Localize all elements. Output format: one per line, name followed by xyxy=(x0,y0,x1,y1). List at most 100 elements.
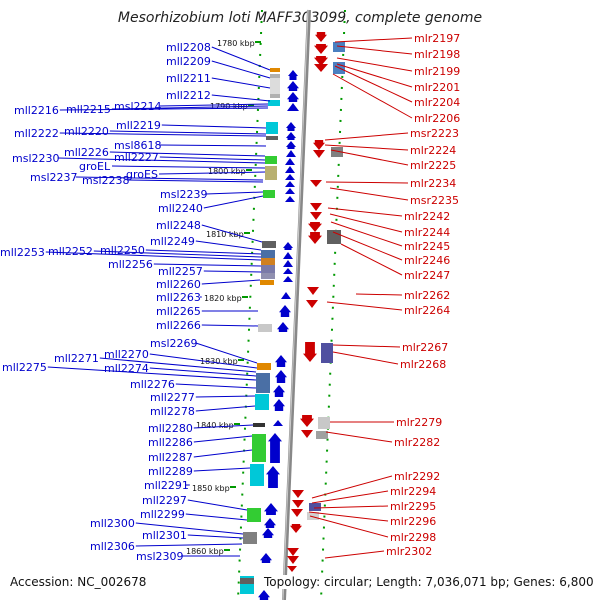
gene-label-mlr2234: mlr2234 xyxy=(410,177,456,190)
plus-strand-gene-arrow xyxy=(287,548,299,556)
gene-box xyxy=(253,423,265,427)
gene-label-mll2287: mll2287 xyxy=(148,451,193,464)
minus-strand-gene-arrow xyxy=(285,196,295,202)
gene-label-mll2265: mll2265 xyxy=(156,305,201,318)
gene-box xyxy=(261,258,275,265)
plus-strand-gene-arrow xyxy=(313,140,325,150)
gene-label-msr2223: msr2223 xyxy=(410,127,459,140)
gene-label-mll2252: mll2252 xyxy=(48,245,93,258)
gene-box xyxy=(331,147,343,157)
leader-msr2223 xyxy=(324,132,409,141)
leader-groES xyxy=(158,171,266,175)
minus-strand-gene-arrow xyxy=(286,141,296,149)
gene-label-mll2286: mll2286 xyxy=(148,436,193,449)
leader-mll2226 xyxy=(109,151,266,157)
gene-label-mlr2244: mlr2244 xyxy=(404,226,450,239)
gene-label-msl8618: msl8618 xyxy=(114,139,162,152)
minus-strand-gene-arrow xyxy=(287,92,299,102)
kbp-marker-label: 1780 kbp xyxy=(217,39,255,48)
leader-mll2227 xyxy=(159,156,266,161)
gene-label-groEL: groEL xyxy=(79,160,111,173)
gene-box xyxy=(260,280,274,285)
gene-label-msl2237: msl2237 xyxy=(30,171,78,184)
gene-label-mll2220: mll2220 xyxy=(64,125,109,138)
minus-strand-gene-arrow xyxy=(286,150,296,157)
gene-label-mll2256: mll2256 xyxy=(108,258,153,271)
leader-mll2215 xyxy=(111,105,269,110)
gene-box xyxy=(240,578,254,584)
leader-mll2252 xyxy=(93,250,262,258)
plus-strand-gene-arrow xyxy=(301,430,313,438)
minus-strand-gene-arrow xyxy=(286,122,296,131)
gene-box xyxy=(255,394,269,410)
gene-label-mlr2225: mlr2225 xyxy=(410,159,456,172)
leader-mlr2198 xyxy=(336,45,413,55)
leader-mll2216 xyxy=(59,107,269,111)
gene-label-msl2238: msl2238 xyxy=(82,174,130,187)
plus-strand-gene-arrow xyxy=(314,44,328,54)
leader-mlr2197 xyxy=(334,37,413,43)
plus-strand-gene-arrow xyxy=(287,566,297,572)
gene-label-mll2211: mll2211 xyxy=(166,72,211,85)
minus-strand-gene-arrow xyxy=(273,385,285,397)
minus-strand-gene-arrow xyxy=(273,399,285,411)
plus-strand-gene-arrow xyxy=(292,490,304,498)
gene-label-mll2306: mll2306 xyxy=(90,540,135,553)
minus-strand-gene-arrow xyxy=(285,166,295,173)
leader-mll2209 xyxy=(211,60,271,79)
gene-label-mll2271: mll2271 xyxy=(54,352,99,365)
gene-label-mlr2204: mlr2204 xyxy=(414,96,460,109)
plus-strand-gene-arrow xyxy=(307,287,319,295)
minus-strand-gene-arrow xyxy=(283,242,293,250)
leader-mll2256 xyxy=(153,263,262,267)
gene-label-leaders xyxy=(45,37,413,559)
plus-strand-gene-arrow xyxy=(303,342,317,362)
plus-strand-gene-arrow xyxy=(310,203,322,211)
minus-strand-gene-arrow xyxy=(285,188,295,194)
gene-label-mll2266: mll2266 xyxy=(156,319,201,332)
gene-label-msl2214: msl2214 xyxy=(114,100,162,113)
gene-label-mlr2264: mlr2264 xyxy=(404,304,450,317)
leader-mlr2298 xyxy=(309,515,389,538)
gene-box xyxy=(262,241,276,248)
plus-strand-gene-arrow xyxy=(314,56,328,66)
leader-mll2300 xyxy=(135,522,244,535)
minus-strand-gene-arrow xyxy=(279,305,291,317)
gene-label-mlr2197: mlr2197 xyxy=(414,32,460,45)
gene-box xyxy=(270,68,280,72)
leader-mll2249 xyxy=(195,240,262,251)
gene-label-mll2222: mll2222 xyxy=(14,127,59,140)
leader-mlr2206 xyxy=(332,73,413,119)
gene-label-mlr2201: mlr2201 xyxy=(414,81,460,94)
leader-mll2257 xyxy=(203,270,262,273)
accession-text: Accession: NC_002678 xyxy=(10,575,147,589)
leader-mlr2246 xyxy=(332,231,403,261)
genome-axis-line xyxy=(282,9,311,600)
leader-mll2306 xyxy=(135,543,243,547)
minus-strand-gene-arrow xyxy=(258,590,270,600)
gene-box xyxy=(252,434,266,462)
gene-box xyxy=(270,78,280,94)
gene-label-mlr2294: mlr2294 xyxy=(390,485,436,498)
gene-label-mll2276: mll2276 xyxy=(130,378,175,391)
leader-msl2214 xyxy=(159,103,269,107)
plus-strand-gene-arrow xyxy=(310,212,322,220)
minus-strand-gene-arrow xyxy=(266,466,280,488)
gene-label-mlr2206: mlr2206 xyxy=(414,112,460,125)
gene-label-mlr2268: mlr2268 xyxy=(400,358,446,371)
leader-msl2238 xyxy=(127,179,264,183)
minus-strand-gene-arrow xyxy=(285,181,295,187)
gene-box xyxy=(261,273,275,279)
gene-label-mll2226: mll2226 xyxy=(64,146,109,159)
leader-mlr2268 xyxy=(332,351,399,365)
gene-features xyxy=(240,32,345,600)
leader-mll2208 xyxy=(211,46,271,71)
gene-box xyxy=(261,250,275,258)
gene-label-mlr2296: mlr2296 xyxy=(390,515,436,528)
gene-label-mll2275: mll2275 xyxy=(2,361,47,374)
leader-mll2222 xyxy=(59,132,267,137)
leader-mll2299 xyxy=(185,513,248,521)
minus-strand-gene-arrow xyxy=(285,158,295,165)
gene-box xyxy=(257,363,271,370)
gene-box xyxy=(321,343,333,363)
